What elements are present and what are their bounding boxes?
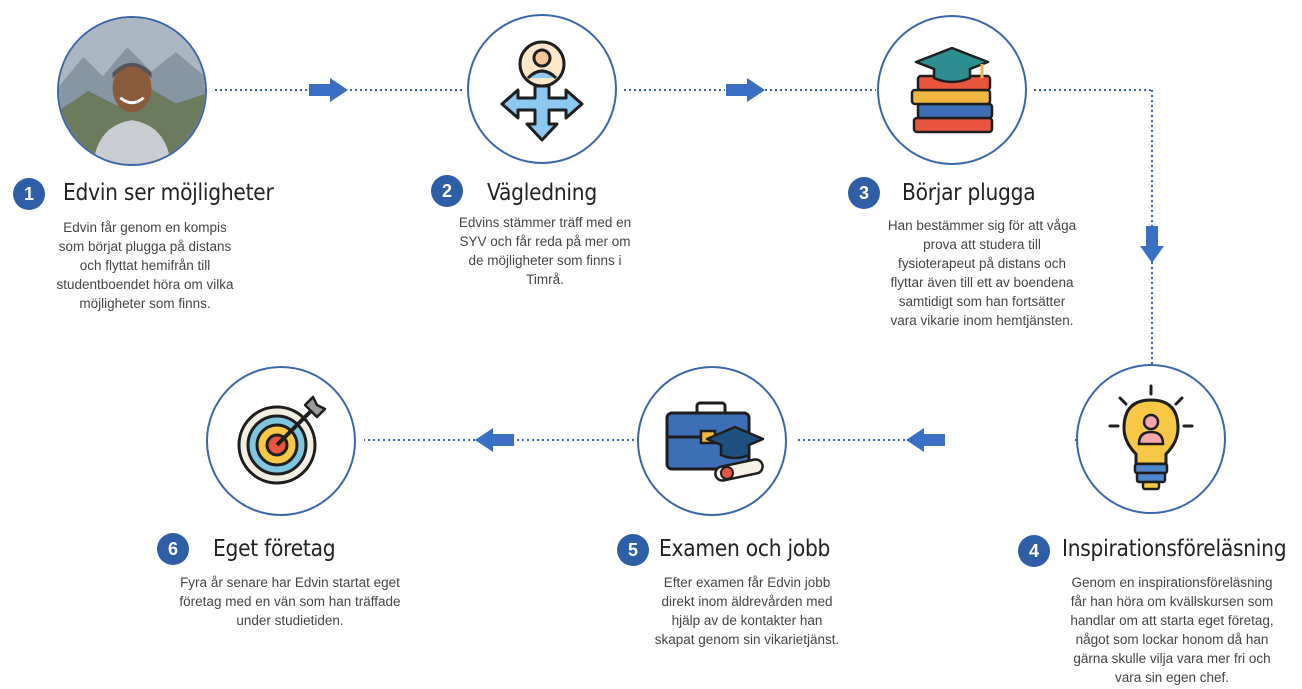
arrow-down-icon bbox=[1140, 226, 1164, 263]
step-1-description: Edvin får genom en kompis som börjat plu… bbox=[56, 220, 234, 311]
step-4-description: Genom en inspirationsföreläsning får han… bbox=[1070, 575, 1274, 685]
step-4-icon-circle bbox=[1076, 364, 1226, 514]
step-3-number: 3 bbox=[848, 177, 880, 209]
briefcase-diploma-icon bbox=[665, 401, 765, 482]
target-arrow-icon bbox=[237, 395, 327, 485]
step-2-icon-circle bbox=[467, 14, 617, 164]
step-3-title: Börjar plugga bbox=[902, 180, 1036, 206]
step-2-number: 2 bbox=[431, 175, 463, 207]
step-5-title: Examen och jobb bbox=[659, 536, 831, 562]
guidance-person-arrows-icon bbox=[500, 40, 584, 142]
step-6-title: Eget företag bbox=[213, 536, 336, 562]
step-4-number: 4 bbox=[1018, 535, 1050, 567]
step-1-number: 1 bbox=[13, 178, 45, 210]
step-6-description: Fyra år senare har Edvin startat eget fö… bbox=[179, 575, 401, 628]
books-graduation-cap-icon bbox=[910, 46, 994, 134]
arrow-left-icon bbox=[475, 428, 514, 452]
step-3-icon-circle bbox=[877, 15, 1027, 165]
step-4-title: Inspirationsföreläsning bbox=[1062, 536, 1287, 562]
person-photo bbox=[59, 18, 205, 164]
step-5-description: Efter examen får Edvin jobb direkt inom … bbox=[654, 575, 840, 647]
lightbulb-person-icon bbox=[1108, 384, 1194, 491]
arrow-right-icon bbox=[309, 78, 348, 102]
arrow-left-icon bbox=[906, 428, 945, 452]
step-6-number: 6 bbox=[157, 533, 189, 565]
arrow-right-icon bbox=[726, 78, 765, 102]
step-2-title: Vägledning bbox=[487, 180, 597, 206]
step-1-title: Edvin ser möjligheter bbox=[63, 180, 274, 206]
step-5-icon-circle bbox=[637, 366, 787, 516]
step-1-photo bbox=[57, 16, 207, 166]
step-2-description: Edvins stämmer träff med en SYV och får … bbox=[458, 215, 632, 287]
step-3-description: Han bestämmer sig för att våga prova att… bbox=[887, 218, 1077, 328]
step-5-number: 5 bbox=[617, 534, 649, 566]
step-6-icon-circle bbox=[206, 366, 356, 516]
